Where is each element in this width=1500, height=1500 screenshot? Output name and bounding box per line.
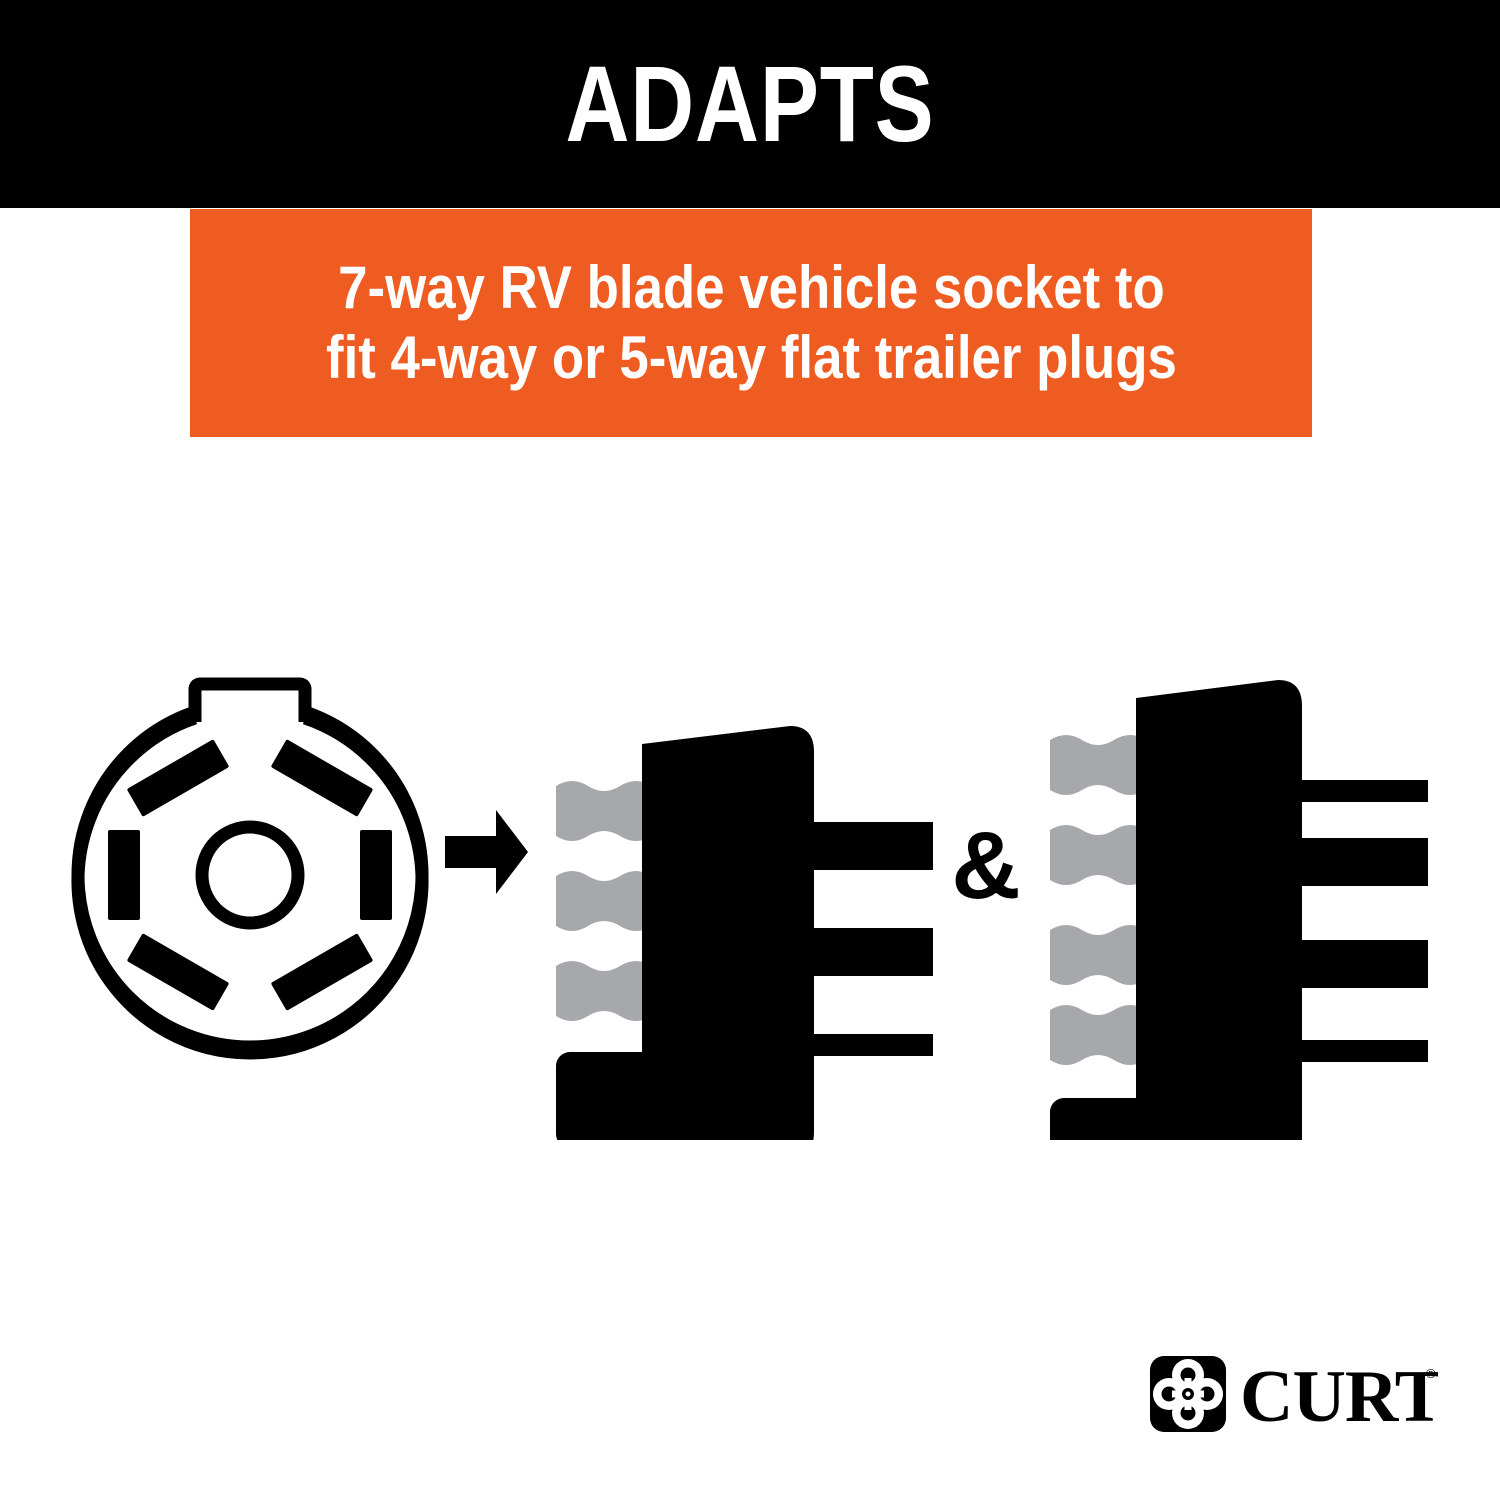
plug-5way-wire-1 <box>1300 780 1428 802</box>
plug-5way-flat-icon <box>1050 680 1428 1140</box>
plug-5way-wire-3 <box>1300 940 1428 988</box>
plug-4way-gray-pins <box>556 781 652 1021</box>
feature-banner-text: 7-way RV blade vehicle socket to fit 4-w… <box>325 253 1177 391</box>
feature-banner: 7-way RV blade vehicle socket to fit 4-w… <box>190 209 1312 437</box>
plug-5way-wire-2 <box>1300 838 1428 886</box>
plug-5way-body <box>1136 680 1302 1140</box>
blade-slot-left <box>108 830 140 920</box>
blade-slot-lower-left <box>127 933 229 1011</box>
adapts-to-arrow-icon <box>445 810 528 894</box>
compatibility-diagram: & <box>0 640 1500 1140</box>
plug-5way-wire-4 <box>1300 1040 1428 1062</box>
blade-slot-upper-left <box>127 739 229 817</box>
curt-logo: CURT ® <box>1148 1348 1438 1440</box>
header-band: ADAPTS <box>0 0 1500 208</box>
plug-4way-flat-icon <box>556 726 933 1140</box>
conjunction-ampersand: & <box>951 812 1020 919</box>
plug-4way-wire-2 <box>812 928 933 976</box>
page-title: ADAPTS <box>565 43 935 164</box>
rv-7way-socket-icon <box>71 677 429 1060</box>
curt-wordmark: CURT <box>1240 1356 1438 1438</box>
plug-4way-wire-3 <box>812 1034 933 1056</box>
curt-cloverleaf-mark-icon <box>1150 1356 1226 1432</box>
blade-slot-right <box>360 830 392 920</box>
plug-4way-wire-1 <box>812 822 933 870</box>
blade-slot-lower-right <box>271 933 373 1011</box>
plug-5way-gray-pins <box>1050 735 1146 1065</box>
socket-center-pin <box>195 820 305 930</box>
blade-slot-upper-right <box>271 739 373 817</box>
registered-trademark-symbol: ® <box>1426 1366 1436 1381</box>
plug-4way-body <box>642 726 814 1140</box>
